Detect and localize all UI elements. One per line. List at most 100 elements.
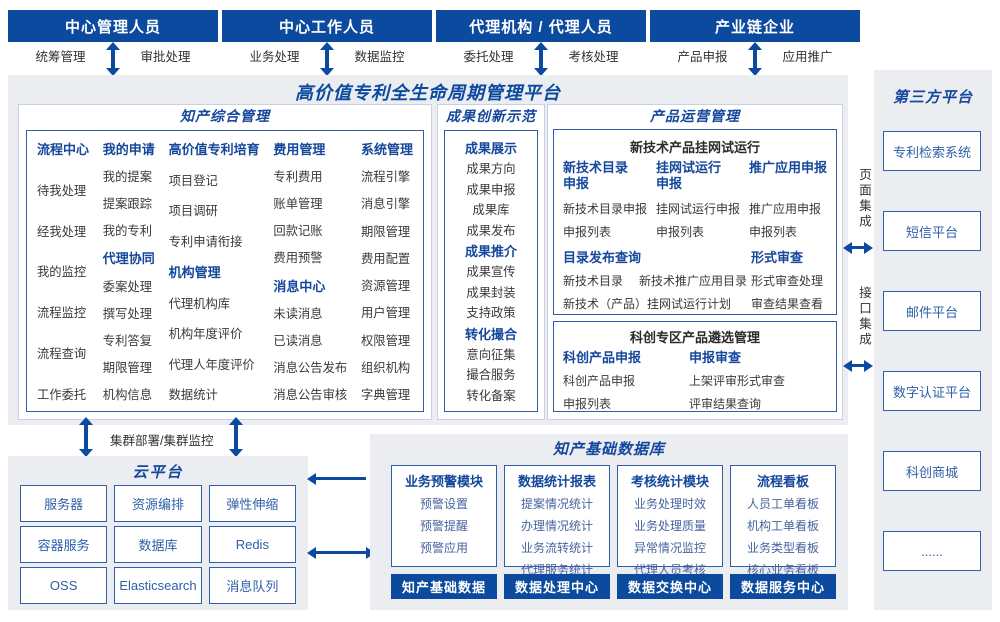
db-module-items: 业务处理时效 业务处理质量 异常情况监控 代理人员考核 bbox=[618, 495, 722, 578]
module-cell: 撮合服务 bbox=[466, 368, 516, 383]
section-ip-management: 知产综合管理 流程中心 待我处理 经我处理 我的监控 bbox=[18, 104, 432, 420]
actor-role-left: 委托处理 bbox=[463, 50, 514, 64]
review-item: 审查结果查看 bbox=[751, 297, 824, 312]
h-left-arrow-icon bbox=[316, 477, 366, 480]
v-double-arrow-icon bbox=[539, 50, 543, 68]
trial-column: 推广应用申报 推广应用申报 申报列表 bbox=[749, 160, 827, 240]
module-cell: 支持政策 bbox=[466, 306, 516, 321]
db-module-item: 业务类型看板 bbox=[746, 541, 819, 555]
third-party-box: 数字认证平台 bbox=[883, 371, 981, 411]
module-cell: 机构年度评价 bbox=[168, 327, 243, 341]
actor-role-left: 业务处理 bbox=[249, 50, 300, 64]
module-cell: 用户管理 bbox=[360, 306, 411, 321]
db-column: 数据统计报表 提案情况统计 办理情况统计 业务流转统计 代理服务统计 bbox=[504, 465, 610, 599]
module-cell: 成果展示 bbox=[464, 141, 517, 156]
module-cell: 待我处理 bbox=[37, 183, 87, 198]
db-module-item: 预警设置 bbox=[419, 497, 468, 511]
cloud-service-box: 容器服务 bbox=[20, 526, 108, 563]
module-cell: 撰写处理 bbox=[102, 306, 152, 321]
cloud-service-box: OSS bbox=[20, 567, 108, 604]
cloud-service-box: 弹性伸缩 bbox=[208, 485, 296, 522]
section-product-ops-title: 产品运营管理 bbox=[650, 108, 740, 124]
module-cell: 我的专利 bbox=[102, 224, 152, 239]
db-module-box: 数据统计报表 提案情况统计 办理情况统计 业务流转统计 代理服务统计 bbox=[504, 465, 610, 577]
db-columns: 业务预警模块 预警设置 预警提醒 预警应用 知产基础数据 bbox=[391, 465, 836, 599]
third-party-box: ...... bbox=[883, 531, 981, 571]
module-cell: 组织机构 bbox=[360, 360, 411, 375]
cloud-service-box: 数据库 bbox=[114, 526, 202, 563]
section-achievement-title: 成果创新示范 bbox=[446, 108, 536, 124]
trial-item: 申报列表 bbox=[655, 225, 704, 239]
db-module-items: 提案情况统计 办理情况统计 业务流转统计 代理服务统计 bbox=[505, 495, 609, 578]
v-double-arrow-icon bbox=[111, 50, 115, 68]
actor-group: 产业链企业 产品申报 应用推广 bbox=[650, 10, 860, 68]
db-module-item: 预警应用 bbox=[419, 541, 468, 555]
module-cell: 费用管理 bbox=[273, 142, 326, 157]
module-column: 我的申请 我的提案 提案跟踪 我的专利 代理协同 委案处理 撰写处理 bbox=[103, 139, 155, 403]
cloud-services-grid: 服务器 资源编排 弹性伸缩 容器服务 数据库 Redis OSS Elastic… bbox=[20, 485, 296, 604]
module-cell: 期限管理 bbox=[102, 360, 152, 375]
trial-run-box: 新技术产品挂网试运行 新技术目录申报 新技术目录申报 申报列表 bbox=[553, 129, 837, 315]
selection-box: 科创专区产品遴选管理 科创产品申报 科创产品申报 申报列表 bbox=[553, 321, 837, 412]
section-ip-title: 知产综合管理 bbox=[180, 108, 270, 124]
trial-items: 挂网试运行申报 申报列表 bbox=[656, 200, 740, 240]
db-footer-bar: 数据服务中心 bbox=[730, 574, 836, 599]
module-cell: 委案处理 bbox=[102, 279, 152, 294]
module-cell: 我的提案 bbox=[102, 170, 152, 185]
selection-columns: 科创产品申报 科创产品申报 申报列表 申报审查 bbox=[563, 350, 827, 412]
module-cell: 成果宣传 bbox=[466, 265, 516, 280]
h-double-arrow-icon bbox=[852, 364, 864, 367]
module-cell: 机构信息 bbox=[102, 387, 152, 402]
module-cell: 期限管理 bbox=[360, 224, 411, 239]
module-cell: 代理机构库 bbox=[168, 296, 231, 311]
db-module-item: 业务流转统计 bbox=[520, 541, 593, 555]
trial-column-header: 新技术目录申报 bbox=[563, 160, 629, 192]
selection-column: 科创产品申报 科创产品申报 申报列表 bbox=[563, 350, 689, 412]
db-module-item: 业务处理时效 bbox=[633, 497, 706, 511]
catalog-line-2: 新技术（产品）挂网试运行计划 bbox=[563, 295, 751, 312]
module-cell: 我的监控 bbox=[37, 265, 87, 280]
db-module-header: 考核统计模块 bbox=[630, 474, 709, 489]
actor-group: 中心工作人员 业务处理 数据监控 bbox=[222, 10, 432, 68]
module-cell: 代理协同 bbox=[102, 251, 155, 267]
db-module-box: 考核统计模块 业务处理时效 业务处理质量 异常情况监控 代理人员考核 bbox=[617, 465, 723, 577]
module-cell: 系统管理 bbox=[360, 142, 413, 157]
third-party-box: 专利检索系统 bbox=[883, 131, 981, 171]
catalog-item: 新技术目录 bbox=[563, 274, 624, 289]
cloud-service-box: 服务器 bbox=[20, 485, 108, 522]
actor-roles: 产品申报 应用推广 bbox=[650, 46, 860, 65]
third-party-box: 短信平台 bbox=[883, 211, 981, 251]
achievement-list: 成果展示 成果方向 成果申报 成果库 成果发布 成果推介 成果宣传 成果封装 支… bbox=[444, 130, 538, 412]
module-cell: 成果封装 bbox=[466, 285, 516, 300]
h-double-arrow-icon bbox=[852, 246, 864, 249]
selection-items: 科创产品申报 申报列表 bbox=[563, 372, 689, 412]
cluster-label: 集群部署/集群监控 bbox=[110, 434, 214, 448]
actor-row: 中心管理人员 统筹管理 审批处理 中心工作人员 业务处理 数据监控 代理机构 /… bbox=[8, 10, 860, 68]
db-module-box: 业务预警模块 预警设置 预警提醒 预警应用 bbox=[391, 465, 497, 567]
module-column: 流程中心 待我处理 经我处理 我的监控 流程监控 流程查询 工作委托 bbox=[37, 139, 89, 403]
catalog-header: 目录发布查询 bbox=[563, 250, 642, 265]
h-double-arrow-icon bbox=[316, 551, 366, 554]
module-cell: 转化撮合 bbox=[464, 326, 517, 342]
third-party-panel: 第三方平台 专利检索系统 短信平台 邮件平台 数字认证平台 科创商城 .....… bbox=[874, 70, 992, 610]
actor-group: 中心管理人员 统筹管理 审批处理 bbox=[8, 10, 218, 68]
trial-columns: 新技术目录申报 新技术目录申报 申报列表 挂网试运行申报 bbox=[563, 160, 827, 240]
third-party-list: 专利检索系统 短信平台 邮件平台 数字认证平台 科创商城 ...... bbox=[883, 131, 981, 571]
db-module-box: 流程看板 人员工单看板 机构工单看板 业务类型看板 核心业务看板 bbox=[730, 465, 836, 577]
module-column: 系统管理 流程引擎 消息引擎 期限管理 费用配置 资源管理 用户管理 bbox=[361, 139, 413, 403]
module-cell: 专利费用 bbox=[273, 170, 323, 185]
ip-columns: 流程中心 待我处理 经我处理 我的监控 流程监控 流程查询 工作委托 bbox=[26, 130, 424, 412]
module-cell: 意向征集 bbox=[466, 348, 516, 363]
module-cell: 消息公告审核 bbox=[273, 387, 348, 402]
selection-column-header: 科创产品申报 bbox=[563, 350, 642, 365]
module-cell: 项目调研 bbox=[168, 204, 218, 218]
trial-item: 挂网试运行申报 bbox=[655, 202, 740, 216]
cloud-service-box: 资源编排 bbox=[114, 485, 202, 522]
cloud-service-box: Elasticsearch bbox=[114, 567, 202, 604]
module-cell: 高价值专利培育 bbox=[168, 142, 260, 157]
module-cell: 经我处理 bbox=[37, 224, 87, 239]
module-cell: 消息引擎 bbox=[360, 197, 411, 212]
module-cell: 成果推介 bbox=[464, 244, 517, 260]
db-module-item: 代理服务统计 bbox=[520, 563, 593, 577]
db-module-item: 机构工单看板 bbox=[746, 519, 819, 533]
